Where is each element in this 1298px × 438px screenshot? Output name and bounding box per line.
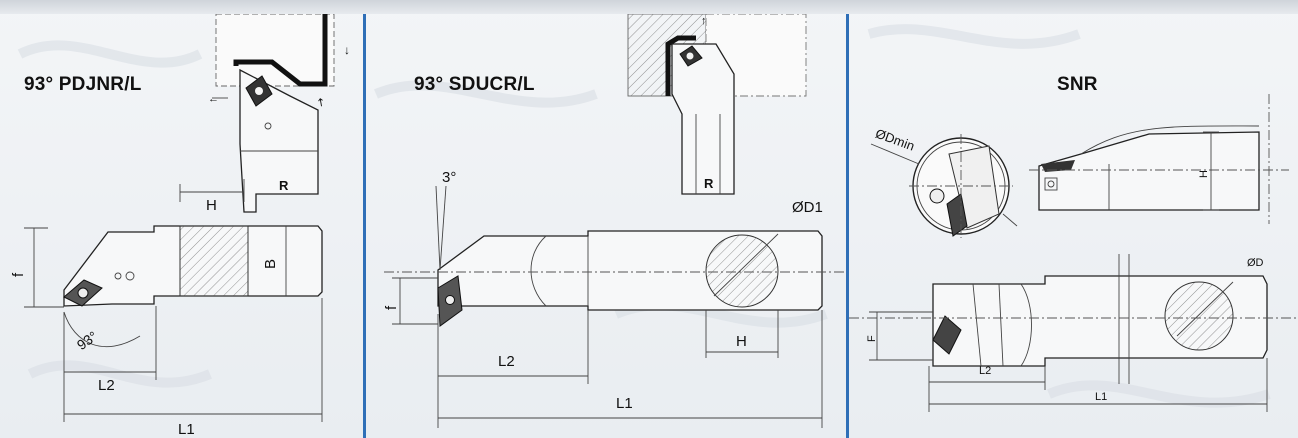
svg-text:↖: ↖: [313, 95, 327, 110]
sducr-r-label: R: [704, 176, 714, 191]
snr-l1-label: L1: [1095, 391, 1107, 403]
panel-snr: ØDmin H ØD: [849, 14, 1298, 438]
pdjnr-l2-label: L2: [98, 377, 115, 394]
pdjnr-h-label: H: [206, 197, 217, 214]
sducr-drawing: ↑ R 3° ØD1 f H: [374, 14, 846, 428]
pdjnr-r-label: R: [279, 178, 289, 193]
svg-text:←: ←: [208, 93, 219, 105]
snr-insert-side: [932, 315, 962, 355]
snr-l2-label: L2: [979, 365, 991, 377]
pdjnr-title: 93° PDJNR/L: [24, 74, 142, 95]
pdjnr-angle-label: 93°: [74, 328, 101, 353]
sducr-holder-top: [671, 43, 735, 195]
snr-title: SNR: [1057, 74, 1098, 95]
snr-f-label: F: [866, 335, 878, 342]
svg-text:↑: ↑: [701, 15, 707, 27]
separator-2: [846, 14, 849, 438]
snr-h-label: H: [1198, 170, 1210, 178]
sducr-d-label: ØD1: [792, 199, 823, 216]
pdjnr-holder-top: [239, 68, 319, 213]
pdjnr-cut-profile: [233, 14, 328, 87]
sducr-f-label: f: [383, 305, 400, 310]
sducr-l2-label: L2: [498, 353, 515, 370]
snr-holder-top: [1038, 131, 1260, 211]
top-band: [0, 0, 1298, 14]
snr-d-label: ØD: [1247, 257, 1264, 269]
pdjnr-drawing: ← ↖ ↓ R H B f 93°: [10, 14, 350, 438]
sducr-angle-label: 3°: [442, 169, 456, 186]
pdjnr-b-label: B: [262, 259, 279, 269]
sducr-section: [705, 234, 779, 308]
sducr-l1-label: L1: [616, 395, 633, 412]
pdjnr-workpiece: [215, 14, 335, 87]
separator-1: [363, 14, 366, 438]
sducr-h-label: H: [736, 333, 747, 350]
pdjnr-section: [179, 225, 249, 297]
panel-pdjnr: ← ↖ ↓ R H B f 93°: [0, 14, 363, 438]
snr-dmin-label: ØDmin: [873, 126, 916, 154]
sducr-title: 93° SDUCR/L: [414, 74, 535, 95]
pdjnr-f-label: f: [10, 272, 27, 277]
panel-sducr: ↑ R 3° ØD1 f H: [366, 14, 846, 438]
snr-drawing: ØDmin H ØD: [849, 24, 1298, 412]
pdjnr-l1-label: L1: [178, 421, 195, 438]
svg-text:↓: ↓: [344, 43, 350, 57]
sducr-cut-profile: [665, 35, 696, 96]
